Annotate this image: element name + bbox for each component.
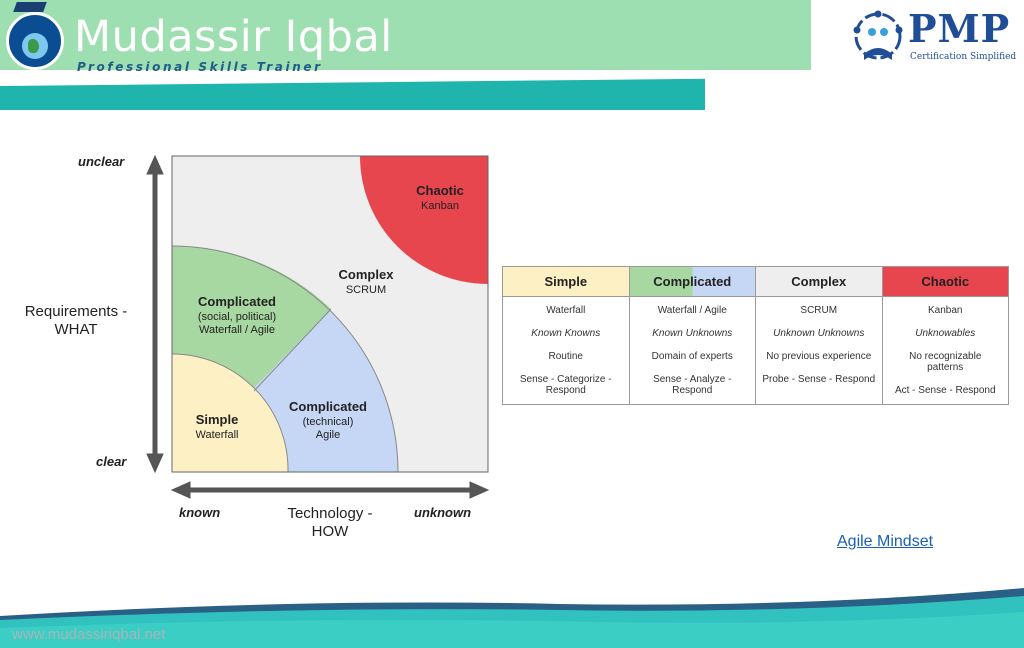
x-axis-arrow [170,481,490,499]
pmp-logo-text: PMP [908,6,1011,51]
header-band [0,0,811,70]
table-cell: Known Unknowns [652,328,733,339]
table-cell: Known Knowns [531,328,601,339]
y-axis-title: Requirements - WHAT [24,303,128,338]
table-cell: Sense - Categorize - Respond [519,374,612,396]
table-column-chaotic: Chaotic Kanban Unknowables No recognizab… [882,267,1008,404]
complicated-social-title: Complicated [198,294,276,309]
cynefin-comparison-table: Simple Waterfall Known Knowns Routine Se… [502,266,1009,405]
table-cell: Sense - Analyze - Respond [653,374,732,396]
table-cell: Kanban [928,305,963,316]
chaotic-region [360,156,488,284]
table-cell: Act - Sense - Respond [894,385,996,396]
table-cell: SCRUM [800,305,838,316]
x-axis-right-label: unknown [414,505,472,520]
complicated-technical-subtitle: (technical) [303,416,354,428]
table-column-simple: Simple Waterfall Known Knowns Routine Se… [503,267,630,404]
table-cell: Waterfall / Agile [657,305,727,316]
table-cell: Probe - Sense - Respond [762,374,876,385]
agile-mindset-link[interactable]: Agile Mindset [837,533,934,550]
y-axis-arrow [146,154,164,474]
complicated-technical-title: Complicated [289,399,367,414]
complicated-social-method: Waterfall / Agile [199,324,275,336]
table-cell: No previous experience [766,351,872,362]
complex-title: Complex [339,267,395,282]
simple-title: Simple [196,412,239,427]
chaotic-method: Kanban [421,200,459,212]
table-header-complex: Complex [756,267,882,297]
table-cell: Unknown Unknowns [773,328,865,339]
table-header-complicated: Complicated [629,267,755,297]
table-cell: Domain of experts [651,351,733,362]
y-axis-top-label: unclear [78,154,125,169]
website-url: www.mudassiriqbal.net [12,626,166,643]
complicated-social-subtitle: (social, political) [198,311,276,323]
chaotic-title: Chaotic [416,183,464,198]
table-cell: Unknowables [915,328,976,339]
graduation-globe-logo-icon [6,12,64,70]
complex-method: SCRUM [346,284,386,296]
table-header-simple: Simple [503,267,629,297]
simple-method: Waterfall [196,429,239,441]
brand-name: Mudassir Iqbal [74,12,393,62]
complicated-technical-method: Agile [316,429,340,441]
simple-region [172,354,289,472]
people-book-icon [853,10,903,60]
brand-subtitle: Professional Skills Trainer [77,60,323,74]
footer-wave [0,588,1024,648]
table-column-complicated: Complicated Waterfall / Agile Known Unkn… [629,267,756,404]
table-cell: No recognizable patterns [909,351,982,373]
x-axis-left-label: known [179,505,221,520]
y-axis-bottom-label: clear [96,454,127,469]
pmp-logo-tagline: Certification Simplified [910,52,1017,62]
table-header-chaotic: Chaotic [882,267,1008,297]
pmp-logo: PMP Certification Simplified [850,6,1020,68]
table-cell: Routine [548,351,583,362]
table-column-complex: Complex SCRUM Unknown Unknowns No previo… [756,267,883,404]
x-axis-title: Technology - HOW [287,505,373,540]
table-cell: Waterfall [546,305,586,316]
